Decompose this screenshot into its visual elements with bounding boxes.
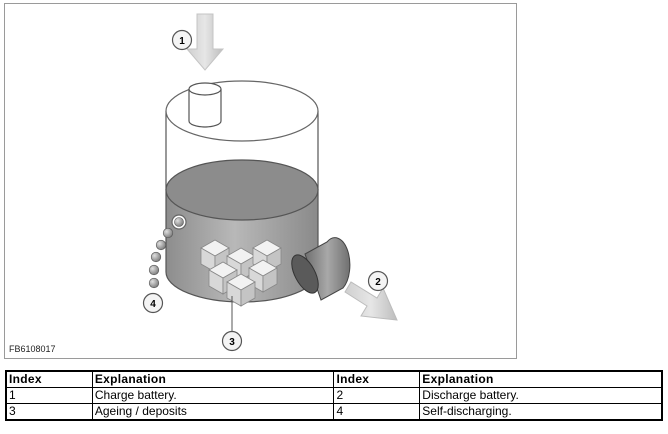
battery-diagram: 1 2 3 4 xyxy=(142,13,398,352)
legend-explanation: Discharge battery. xyxy=(419,387,663,404)
figure-id: FB6108017 xyxy=(9,344,56,354)
callout-3: 3 xyxy=(221,330,243,352)
legend-index: 4 xyxy=(333,403,421,421)
svg-text:1: 1 xyxy=(179,36,185,47)
legend-header-row: Index Explanation Index Explanation xyxy=(5,370,663,388)
table-row: 1 Charge battery. 2 Discharge battery. xyxy=(5,387,663,404)
header-index: Index xyxy=(5,370,93,388)
legend-explanation: Ageing / deposits xyxy=(91,403,335,421)
discharge-arrow xyxy=(344,281,398,321)
figure-frame: 1 2 3 4 FB6108017 xyxy=(4,3,517,359)
discharge-plug xyxy=(291,237,351,301)
legend-table: Index Explanation Index Explanation 1 Ch… xyxy=(5,370,663,421)
legend-index: 2 xyxy=(333,387,421,404)
header-explanation: Explanation xyxy=(91,370,335,388)
legend-index: 1 xyxy=(5,387,93,404)
header-index: Index xyxy=(333,370,421,388)
legend-explanation: Self-discharging. xyxy=(419,403,663,421)
svg-text:4: 4 xyxy=(150,299,156,310)
table-row: 3 Ageing / deposits 4 Self-discharging. xyxy=(5,403,663,421)
callout-4: 4 xyxy=(142,292,164,314)
legend-explanation: Charge battery. xyxy=(91,387,335,404)
callout-2: 2 xyxy=(367,270,389,292)
legend-index: 3 xyxy=(5,403,93,421)
deposit-cubes xyxy=(200,239,282,307)
battery-body xyxy=(165,159,319,303)
header-explanation: Explanation xyxy=(419,370,663,388)
svg-text:3: 3 xyxy=(229,337,235,348)
charge-arrow xyxy=(185,13,225,71)
svg-text:2: 2 xyxy=(375,277,381,288)
battery-upper-shell xyxy=(165,80,319,190)
self-discharge-balls xyxy=(148,214,187,289)
callout-1: 1 xyxy=(171,29,193,51)
